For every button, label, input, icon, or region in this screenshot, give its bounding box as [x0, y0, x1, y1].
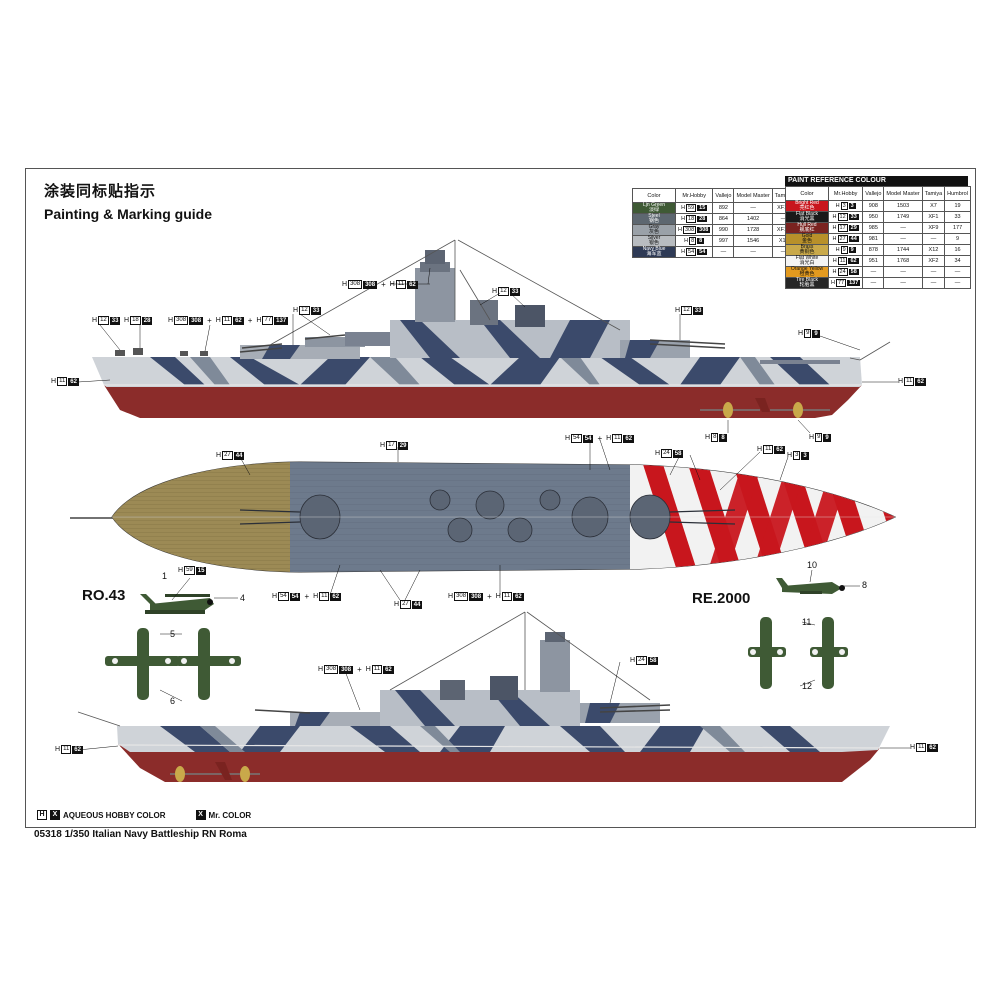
mr-color-symbol: X — [195, 810, 206, 820]
propeller-icons-bottom — [170, 762, 260, 782]
part-number: 1 — [162, 571, 168, 581]
part-number: 5 — [170, 629, 176, 639]
paint-reference-banner: PAINT REFERENCE COLOUR — [785, 176, 968, 186]
ro43-aircraft — [105, 594, 241, 700]
paint-code-model-master: — — [733, 246, 773, 258]
paint-code-tamiya: — — [921, 277, 946, 289]
legend-aqueous-text: AQUEOUS HOBBY COLOR — [63, 810, 166, 820]
propeller-icons-top — [700, 398, 830, 418]
hull-red-lower-view — [118, 744, 880, 782]
ro43-label: RO.43 — [82, 587, 126, 604]
part-number: 8 — [862, 580, 868, 590]
legend-mr-text: Mr. COLOR — [208, 810, 252, 820]
mr-color-symbol: X — [50, 810, 60, 820]
re2000-label: RE.2000 — [692, 590, 751, 607]
part-number: 6 — [170, 696, 176, 706]
re2000-aircraft — [748, 578, 848, 689]
part-number: 4 — [240, 593, 246, 603]
side-view-starboard — [92, 239, 891, 418]
table-header: Tamiya — [921, 186, 946, 201]
side-view-port — [77, 611, 890, 782]
hull-red-upper-view — [104, 385, 862, 418]
kit-title: 05318 1/350 Italian Navy Battleship RN R… — [34, 829, 247, 840]
part-number: 11 — [802, 617, 812, 627]
aqueous-symbol: H — [37, 810, 47, 820]
deck-plan-view — [70, 461, 897, 573]
title-chinese: 涂装同标贴指示 — [44, 182, 157, 200]
part-number: 10 — [807, 560, 818, 570]
legend-mr-color: X Mr. COLOR — [195, 810, 252, 820]
paint-code-humbrol: — — [944, 277, 971, 289]
title-english: Painting & Marking guide — [44, 206, 213, 222]
part-number: 12 — [802, 681, 813, 691]
